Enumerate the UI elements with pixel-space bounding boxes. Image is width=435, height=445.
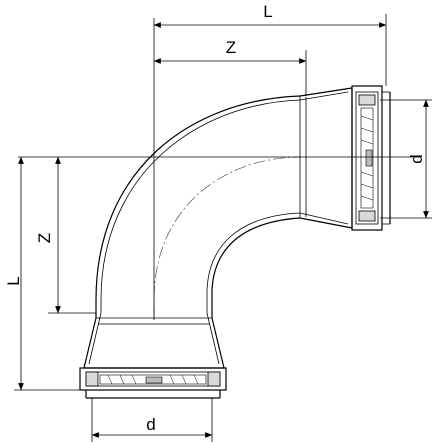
right-socket	[299, 85, 391, 231]
dimension-top-Z: Z	[153, 38, 307, 96]
dimension-bottom-d-label: d	[146, 415, 155, 434]
bottom-socket-rim	[79, 367, 227, 391]
elbow-body	[95, 95, 301, 318]
right-seal-bottom	[358, 210, 376, 222]
elbow-inner-wall-inner	[206, 212, 301, 313]
dimension-bottom-d: d	[91, 398, 213, 442]
dimension-top-L: L	[153, 2, 387, 86]
elbow-centerline-arc	[153, 156, 301, 318]
elbow-outer-wall-inner	[100, 99, 301, 313]
dimension-left-Z-label: Z	[35, 233, 54, 243]
dimension-top-L-label: L	[263, 2, 272, 21]
dimension-right-d-label: d	[407, 154, 426, 163]
dimension-right-d: d	[380, 99, 432, 219]
bottom-socket	[79, 312, 227, 399]
dimension-left-L: L	[4, 156, 80, 391]
bottom-seal-left	[85, 371, 99, 387]
dimension-left-L-label: L	[4, 276, 23, 285]
bottom-seal-right	[207, 371, 221, 387]
elbow-outer-wall	[95, 95, 301, 318]
dimension-left-Z: Z	[35, 156, 96, 314]
elbow-inner-wall	[211, 217, 301, 318]
right-seal-top	[358, 94, 376, 106]
right-socket-rim	[351, 85, 383, 231]
dimension-top-Z-label: Z	[226, 38, 236, 57]
